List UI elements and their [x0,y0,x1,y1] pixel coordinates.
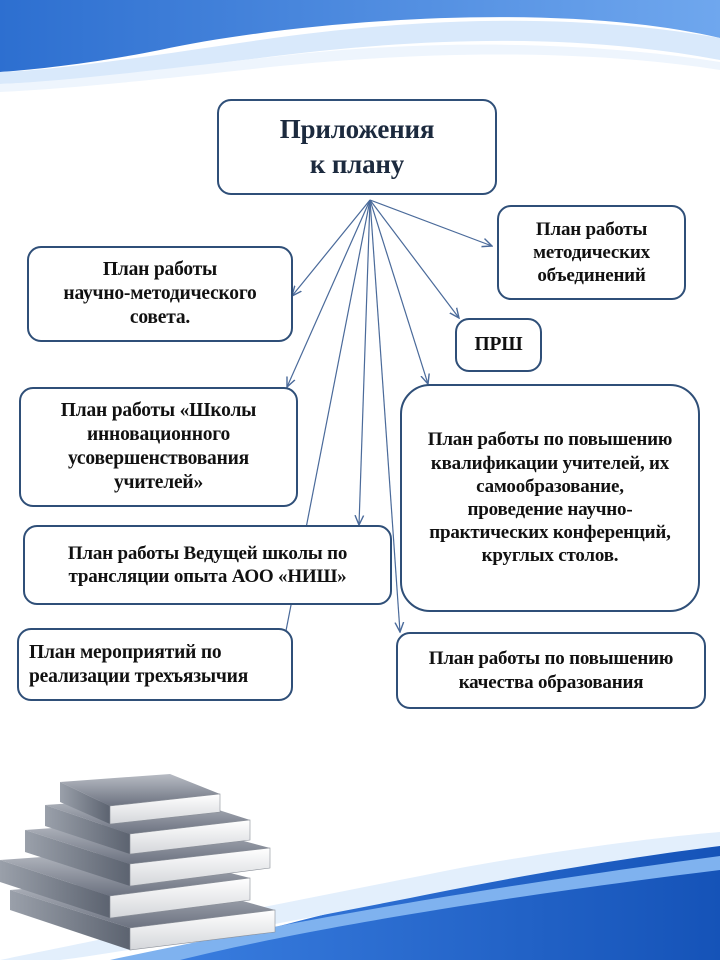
node-qualification-label: План работы по повышению квалификации уч… [427,429,673,567]
node-prsh-label: ПРШ [474,334,523,356]
arrow-to-innovation-school [287,199,371,387]
node-innovation-school: План работы «Школы инновационного усовер… [19,387,298,507]
node-trilingual-label: План мероприятий по реализации трехъязыч… [29,641,249,687]
node-qualification: План работы по повышению квалификации уч… [400,384,700,612]
node-methodical-associations-label: План работы методических объединений [533,218,650,287]
arrow-to-prsh [369,199,459,318]
node-education-quality-label: План работы по повышению качества образо… [428,648,674,693]
node-scientific-council: План работы научно-методического совета. [27,246,293,342]
arrow-to-leading-school [359,199,371,525]
root-node-label: Приложения к плану [279,113,435,179]
node-methodical-associations: План работы методических объединений [497,205,686,300]
node-scientific-council-label: План работы научно-методического совета. [63,259,257,328]
node-innovation-school-label: План работы «Школы инновационного усовер… [60,400,257,493]
node-trilingual: План мероприятий по реализации трехъязыч… [17,628,293,701]
node-leading-school-label: План работы Ведущей школы по трансляции … [67,542,348,587]
arrow-to-methodical-associations [369,199,492,246]
node-leading-school: План работы Ведущей школы по трансляции … [23,525,392,605]
books-stack-image [0,774,276,951]
node-education-quality: План работы по повышению качества образо… [396,632,706,709]
arrow-to-scientific-council [292,199,371,296]
arrow-to-qualification [369,199,428,384]
arrow-to-education-quality [369,199,400,632]
node-prsh: ПРШ [455,318,542,372]
root-node-box: Приложения к плану [217,99,497,195]
